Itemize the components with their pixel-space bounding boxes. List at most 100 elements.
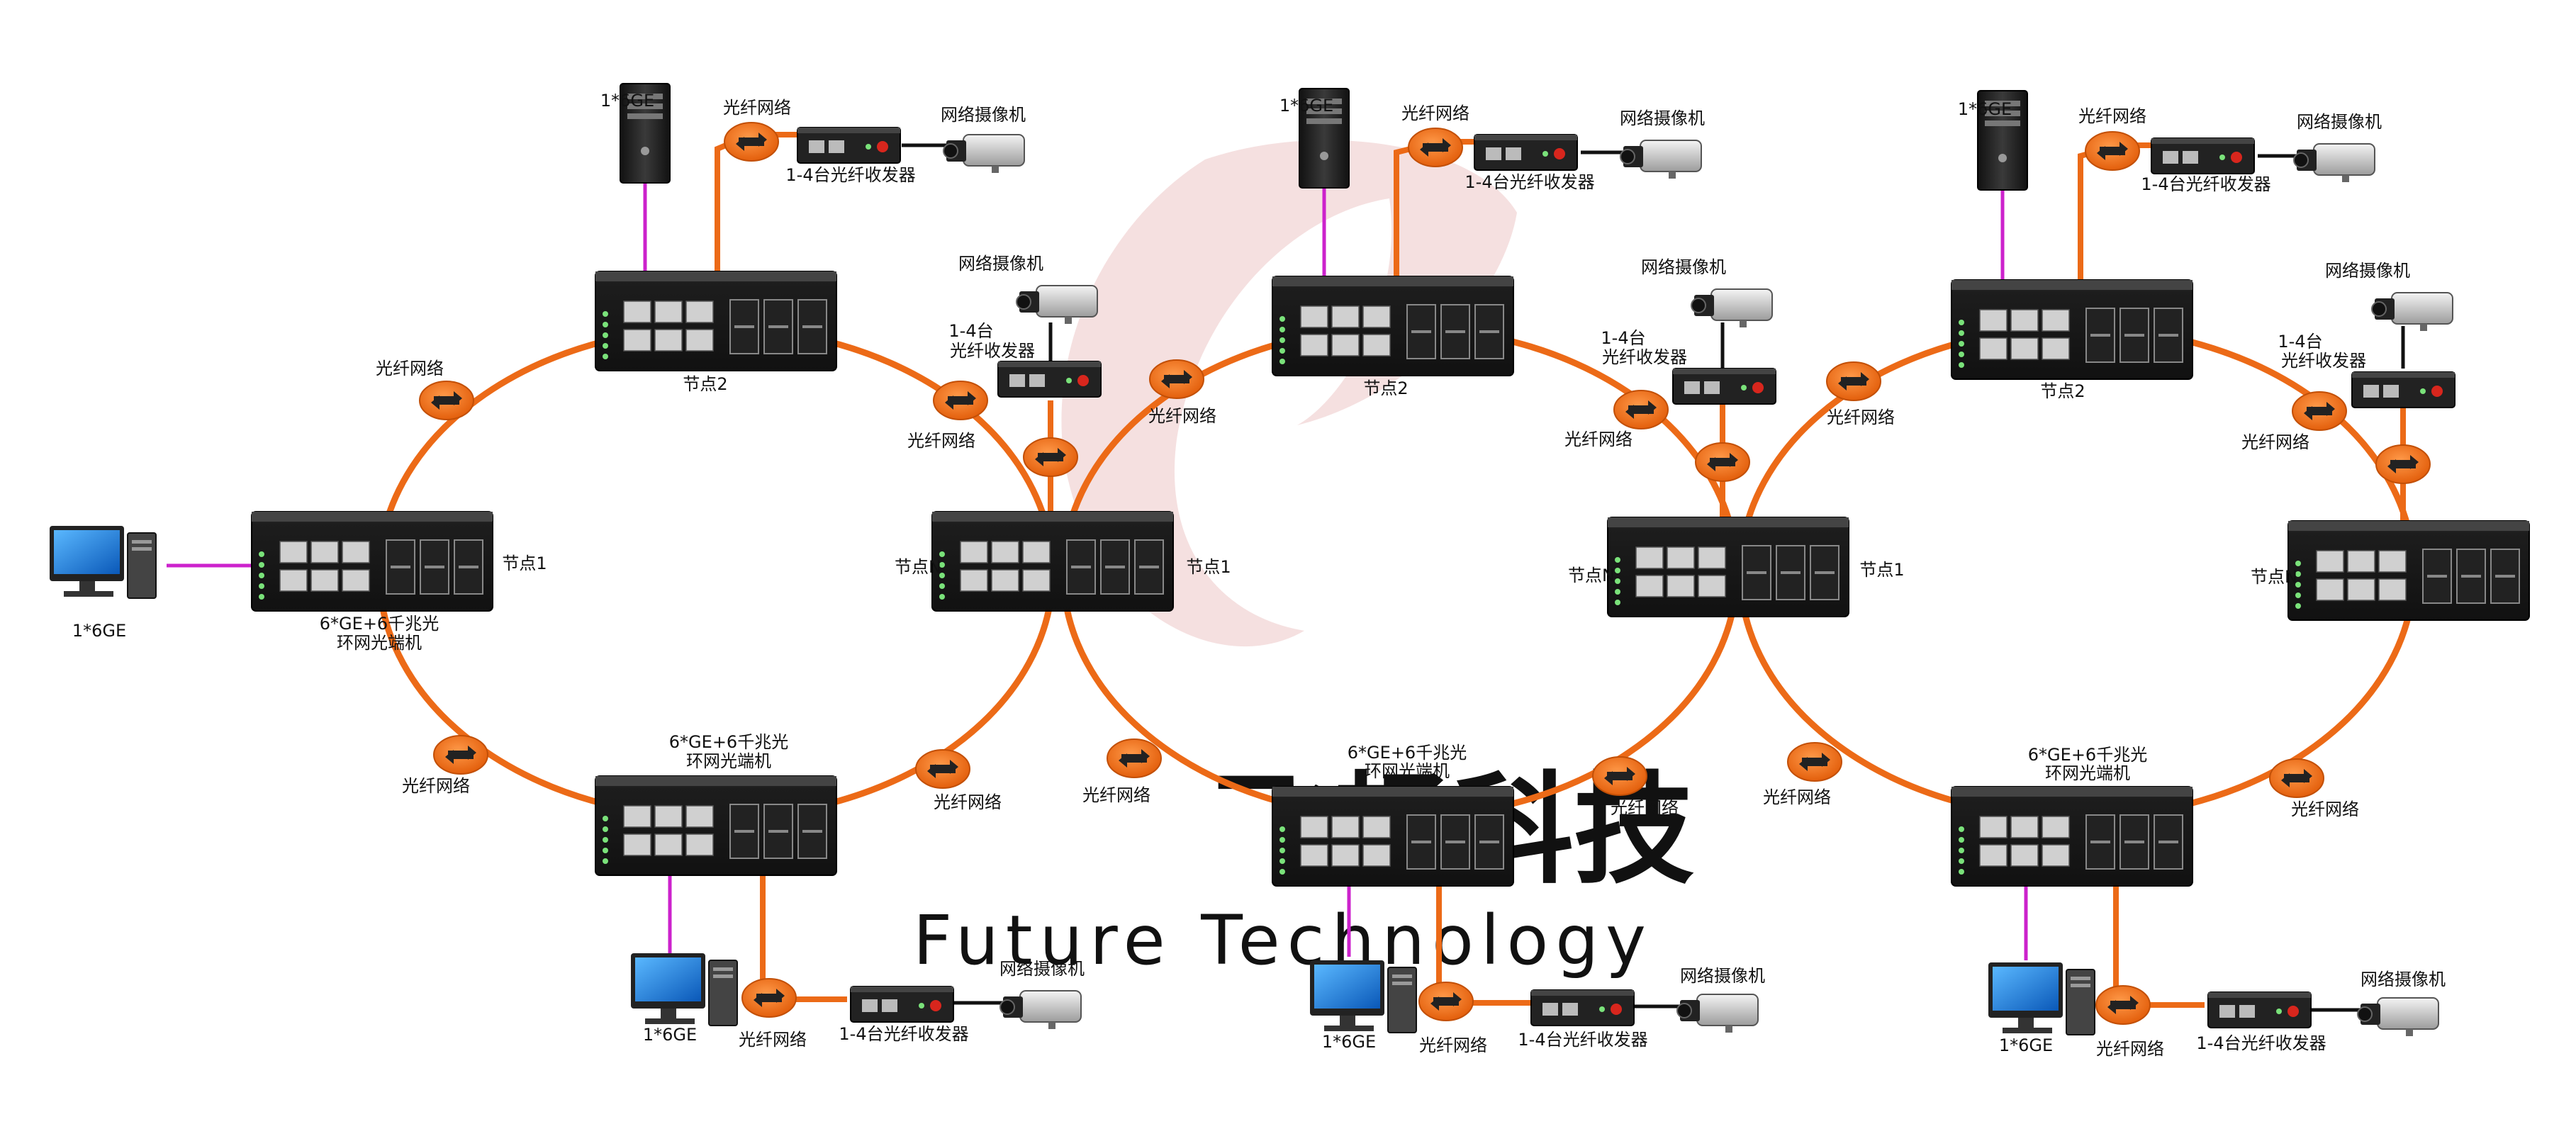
label-6ge: 1*6GE	[643, 1025, 697, 1045]
desktop-computer-icon	[630, 953, 738, 1026]
watermark: 飞畅科技 Future Technology	[913, 140, 1694, 980]
fiber-link-icon	[741, 978, 797, 1018]
ring-switch-nodeN-ring3	[2287, 520, 2530, 621]
fiber-link-icon	[1826, 361, 1881, 401]
label-node2: 节点2	[2040, 381, 2085, 401]
label-fiber-network: 光纤网络	[1611, 798, 1679, 818]
fiber-transceiver-icon	[850, 986, 954, 1023]
ring-switch-node2-ring2	[1272, 276, 1514, 376]
desktop-computer-icon	[1988, 962, 2095, 1035]
label-6ge: 1*6GE	[72, 621, 126, 641]
label-nodeN: 节点N	[895, 557, 941, 577]
ring-switch-bottom-ring1	[595, 775, 837, 876]
desktop-computer-icon	[49, 525, 157, 599]
label-network-camera: 网络摄像机	[2325, 261, 2410, 281]
label-transceiver: 1-4台光纤收发器	[839, 1024, 968, 1044]
ip-camera-icon	[1620, 140, 1702, 179]
label-transceiver: 1-4台光纤收发器	[2196, 1033, 2326, 1053]
label-transceiver: 1-4台光纤收发器	[1518, 1030, 1647, 1050]
label-ring-switch-line2: 环网光端机	[1365, 761, 1450, 781]
label-fiber-network: 光纤网络	[739, 1030, 807, 1050]
ip-camera-icon	[1676, 994, 1759, 1033]
label-fiber-network: 光纤网络	[2291, 799, 2359, 819]
fiber-transceiver-icon	[2151, 137, 2255, 174]
ring-switch-node1-ring1	[251, 511, 493, 612]
ring-switch-bottom-ring3	[1951, 786, 2193, 887]
label-transceiver-line2: 光纤收发器	[2281, 351, 2366, 371]
label-transceiver: 1-4台光纤收发器	[785, 165, 915, 185]
ring-switch-bottom-ring2	[1272, 786, 1514, 887]
label-node1: 节点1	[1859, 560, 1904, 580]
label-network-camera: 网络摄像机	[941, 105, 1026, 125]
label-transceiver-line2: 光纤收发器	[1602, 347, 1687, 367]
label-fiber-network: 光纤网络	[376, 359, 444, 378]
fiber-link-icon	[2375, 444, 2431, 484]
label-fiber-network: 光纤网络	[2096, 1039, 2164, 1059]
label-node2: 节点2	[1363, 378, 1408, 398]
label-fiber-network: 光纤网络	[402, 776, 470, 796]
label-6ge: 1*6GE	[1958, 99, 2012, 119]
fiber-transceiver-icon	[2207, 992, 2312, 1028]
ring-switch-node2-ring1	[595, 271, 837, 371]
ip-camera-icon	[2371, 292, 2453, 332]
ring-switch-shared-a	[931, 511, 1174, 612]
label-fiber-network: 光纤网络	[907, 431, 975, 451]
fiber-link-icon	[933, 381, 988, 420]
label-fiber-network: 光纤网络	[934, 792, 1002, 812]
label-6ge: 1*6GE	[1279, 96, 1333, 116]
fiber-link-icon	[1695, 442, 1750, 482]
label-6ge: 1*6GE	[1999, 1035, 2053, 1055]
label-node1: 节点1	[502, 554, 547, 573]
label-fiber-network: 光纤网络	[1763, 787, 1831, 807]
label-network-camera: 网络摄像机	[2297, 112, 2382, 132]
fiber-link-icon	[419, 381, 474, 420]
label-fiber-network: 光纤网络	[1419, 1035, 1487, 1055]
label-transceiver: 1-4台光纤收发器	[1465, 172, 1594, 192]
label-fiber-network: 光纤网络	[1148, 406, 1216, 426]
fiber-link-icon	[1023, 437, 1078, 477]
fiber-transceiver-icon	[1530, 989, 1635, 1026]
fiber-link-icon	[1613, 390, 1669, 429]
label-ring-switch-line1: 6*GE+6千兆光	[1348, 743, 1467, 763]
label-transceiver-line1: 1-4台	[2278, 332, 2322, 352]
label-fiber-network: 光纤网络	[1827, 408, 1895, 427]
fiber-link-icon	[1418, 982, 1474, 1021]
label-network-camera: 网络摄像机	[1641, 257, 1726, 277]
fiber-link-icon	[2269, 758, 2324, 798]
fiber-link-icon	[1408, 128, 1463, 167]
fiber-link-icon	[1149, 359, 1204, 399]
fiber-link-icon	[1787, 742, 1842, 782]
label-transceiver-line1: 1-4台	[1601, 328, 1645, 348]
ip-camera-icon	[2357, 997, 2439, 1037]
label-fiber-network: 光纤网络	[2241, 432, 2309, 452]
label-nodeN: 节点N	[2251, 567, 2297, 587]
fiber-link-icon	[2292, 391, 2347, 431]
label-fiber-network: 光纤网络	[1564, 429, 1633, 449]
fiber-link-icon	[1592, 756, 1647, 796]
label-fiber-network: 光纤网络	[1082, 785, 1150, 805]
label-fiber-network: 光纤网络	[723, 98, 791, 118]
label-network-camera: 网络摄像机	[1620, 108, 1705, 128]
ethernet-links	[167, 181, 2028, 960]
ip-camera-icon	[1691, 288, 1773, 328]
fiber-transceiver-icon	[1672, 368, 1776, 405]
desktop-computer-icon	[1309, 960, 1417, 1033]
label-network-camera: 网络摄像机	[1680, 966, 1765, 986]
label-fiber-network: 光纤网络	[1401, 103, 1469, 123]
label-ring-switch-line1: 6*GE+6千兆光	[320, 614, 439, 634]
label-transceiver-line2: 光纤收发器	[950, 341, 1035, 361]
label-network-camera: 网络摄像机	[2361, 970, 2446, 989]
ip-camera-icon	[943, 134, 1025, 174]
fiber-transceiver-icon	[2351, 371, 2455, 408]
ring-switch-shared-b	[1607, 517, 1849, 617]
label-6ge: 1*6GE	[1322, 1032, 1376, 1052]
fiber-link-icon	[2095, 985, 2151, 1025]
watermark-en: Future Technology	[913, 901, 1653, 980]
fiber-transceiver-icon	[1474, 134, 1578, 171]
label-ring-switch-line1: 6*GE+6千兆光	[2028, 745, 2147, 765]
fiber-link-icon	[1107, 738, 1162, 778]
label-fiber-network: 光纤网络	[2078, 106, 2146, 126]
fiber-link-icon	[433, 735, 488, 775]
ip-camera-icon	[2293, 143, 2375, 183]
fiber-link-icon	[724, 122, 779, 162]
